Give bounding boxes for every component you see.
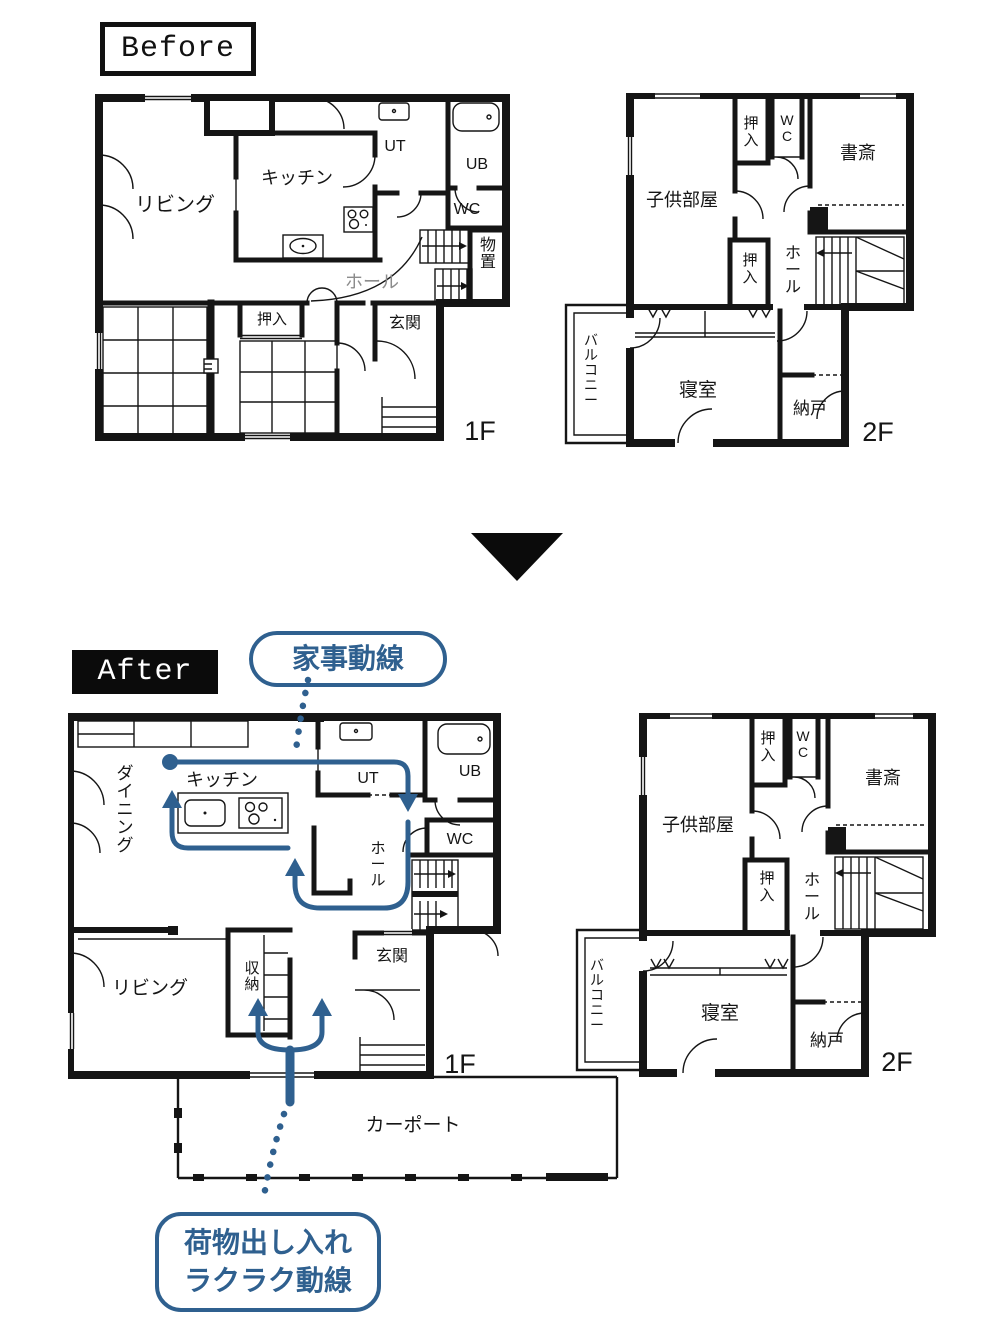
room-label-study: 書斎 (840, 143, 876, 163)
housework-flow-text: 家事動線 (291, 643, 404, 675)
room-label-monooki: 物置 (480, 236, 496, 271)
room-label-kitchen: キッチン (261, 168, 333, 188)
room-label-ub: UB (466, 156, 488, 173)
room-label-living: リビング (112, 977, 188, 999)
room-label-ub: UB (459, 763, 481, 780)
before-2f-walls (564, 93, 914, 447)
room-label-wc: WC (454, 201, 481, 218)
room-label-wc: WC (447, 831, 474, 848)
room-label-study: 書斎 (865, 768, 901, 788)
room-label-hall: ホール (804, 872, 820, 923)
after-1f-plan: ダイニング キッチン UT UB WC ホール 玄関 収納 リビング 1F カー… (68, 713, 619, 1181)
room-label-oshiire-top: 押入 (743, 115, 758, 149)
room-label-hall: ホール (345, 272, 399, 292)
room-label-oshiire: 押入 (257, 311, 287, 328)
room-label-bedroom: 寝室 (701, 1002, 739, 1024)
room-label-dining: ダイニング (117, 764, 134, 855)
carport-label: カーポート (365, 1114, 460, 1136)
room-label-ut: UT (384, 138, 406, 155)
room-label-genkan: 玄関 (376, 947, 408, 965)
room-label-hall: ホール (785, 245, 801, 296)
before-tag-label: Before (120, 32, 236, 66)
room-label-bedroom: 寝室 (679, 379, 717, 401)
room-label-nando: 納戸 (810, 1031, 844, 1050)
floor-label-2f: 2F (881, 1047, 913, 1077)
after-tag-label: After (97, 655, 193, 689)
floor-label-2f: 2F (862, 417, 894, 447)
room-label-balcony: バルコニー (590, 957, 604, 1033)
before-tag: Before (100, 22, 256, 76)
room-label-hall: ホール (370, 840, 385, 889)
room-label-oshiire-mid: 押入 (742, 252, 757, 286)
after-1f-labels: ダイニング キッチン UT UB WC ホール 玄関 収納 リビング 1F カー… (112, 763, 481, 1136)
luggage-flow-text-line1: 荷物出し入れ (183, 1227, 352, 1259)
room-label-oshiire-mid: 押入 (759, 870, 774, 904)
floor-label-1f: 1F (464, 416, 496, 446)
before-1f-walls (95, 94, 510, 441)
room-label-nando: 納戸 (793, 399, 827, 418)
room-label-shuno: 収納 (244, 960, 259, 993)
after-1f-walls (68, 713, 619, 1181)
room-label-ut: UT (357, 770, 379, 787)
room-label-balcony: バルコニー (584, 332, 598, 408)
room-label-kitchen: キッチン (186, 770, 258, 790)
luggage-flow-text-line2: ラクラク動線 (183, 1265, 352, 1296)
before-1f-labels: リビング キッチン UT UB WC 物置 ホール 押入 玄関 1F (135, 138, 496, 446)
down-arrow-separator (471, 533, 563, 581)
floor-label-1f: 1F (444, 1049, 476, 1079)
after-2f-walls (575, 713, 936, 1077)
housework-flow-callout: 家事動線 (249, 631, 447, 687)
room-label-kids: 子供部屋 (662, 815, 734, 835)
room-label-oshiire-top: 押入 (760, 730, 775, 764)
before-1f-plan: リビング キッチン UT UB WC 物置 ホール 押入 玄関 1F (95, 94, 510, 446)
room-label-kids: 子供部屋 (646, 190, 718, 210)
luggage-flow-callout: 荷物出し入れ ラクラク動線 (155, 1212, 381, 1312)
room-label-living: リビング (135, 193, 215, 216)
after-tag: After (72, 650, 218, 694)
room-label-genkan: 玄関 (389, 314, 421, 332)
